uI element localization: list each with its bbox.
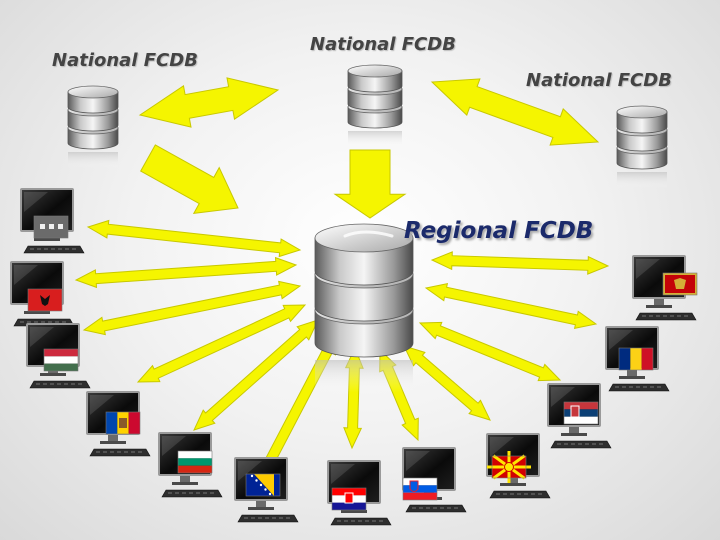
computer-icon-macedonia (486, 433, 550, 498)
flag-icon-slovenia (403, 478, 437, 500)
regional-fcdb-label: Regional FCDB (404, 218, 593, 244)
database-icon-national-center (348, 65, 402, 147)
computer-icon-unknown-dots (20, 188, 84, 253)
flag-icon-bulgaria (178, 451, 212, 473)
flag-icon-macedonia (487, 451, 531, 483)
computer-icon-serbia (547, 383, 611, 448)
flag-icon-albania (28, 289, 62, 311)
computer-icon-albania (10, 261, 74, 326)
computer-icon-montenegro (632, 255, 697, 320)
computer-icon-romania (605, 326, 669, 391)
computer-icon-croatia (327, 460, 391, 525)
flag-icon-romania (619, 348, 653, 370)
flag-icon-hungary (44, 349, 78, 371)
computer-icon-bosnia-and-herzegovina (234, 457, 298, 522)
flag-icon-serbia (564, 402, 598, 424)
flag-icon-moldova (106, 412, 140, 434)
arrow-national-center-to-regional (335, 150, 405, 218)
computer-icon-moldova (86, 391, 150, 456)
national-fcdb-label-left: National FCDB (52, 50, 198, 71)
arrow-regional-link-9 (404, 346, 490, 420)
flag-icon-croatia (332, 488, 366, 510)
flag-icon-unknown-dots (34, 216, 68, 238)
computer-icon-slovenia (402, 447, 466, 512)
arrow-regional-link-1 (88, 221, 300, 257)
national-fcdb-label-center: National FCDB (310, 34, 456, 55)
arrow-national-left-center (140, 78, 278, 127)
database-icon-regional (315, 224, 413, 392)
database-icon-national-left (68, 86, 118, 168)
arrow-regional-link-2 (76, 258, 296, 288)
computer-icon-hungary (26, 323, 90, 388)
flag-icon-montenegro (663, 273, 697, 295)
flag-icon-bosnia-and-herzegovina (246, 474, 280, 496)
database-icon-national-right (617, 106, 667, 188)
arrow-national-left-to-regional (141, 145, 238, 214)
national-fcdb-label-right: National FCDB (526, 70, 672, 91)
computer-icon-bulgaria (158, 432, 222, 497)
arrow-regional-link-12 (432, 252, 608, 274)
arrow-regional-link-11 (426, 284, 596, 329)
